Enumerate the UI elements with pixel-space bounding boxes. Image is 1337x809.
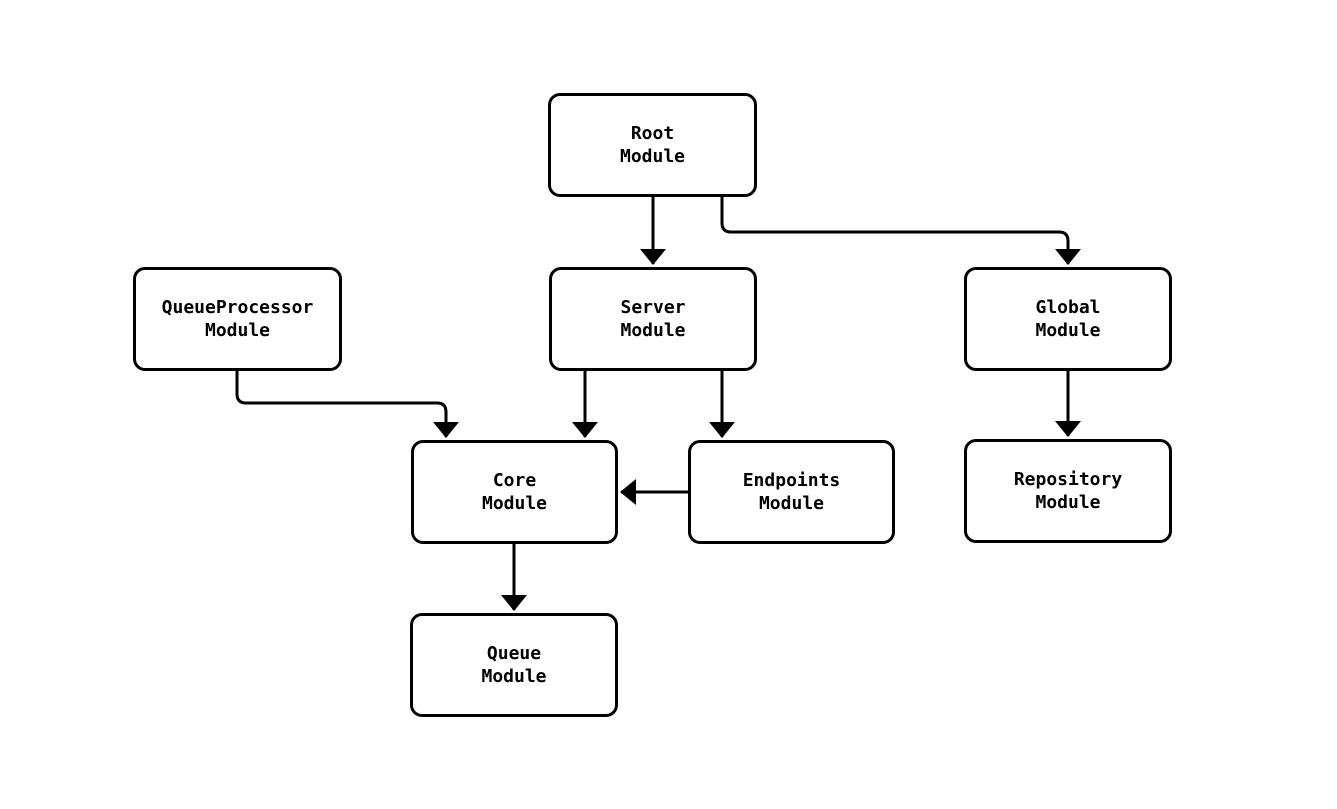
node-label: Endpoints Module: [742, 469, 841, 514]
node-endpoints-module: Endpoints Module: [688, 440, 895, 544]
node-label: Root Module: [619, 122, 686, 167]
node-label: QueueProcessor Module: [161, 296, 314, 341]
node-queueprocessor-module: QueueProcessor Module: [133, 267, 342, 371]
node-label: Repository Module: [1013, 468, 1123, 513]
node-repository-module: Repository Module: [964, 439, 1172, 543]
node-label: Core Module: [481, 469, 548, 514]
node-queue-module: Queue Module: [410, 613, 618, 717]
node-server-module: Server Module: [549, 267, 757, 371]
edge-root-to-global: [720, 197, 1081, 265]
node-label: Server Module: [620, 296, 686, 341]
node-label: Global Module: [1035, 296, 1101, 341]
node-label: Queue Module: [481, 642, 547, 687]
node-core-module: Core Module: [411, 440, 618, 544]
node-root-module: Root Module: [548, 93, 757, 197]
edge-queueprocessor-to-core: [235, 371, 459, 438]
node-global-module: Global Module: [964, 267, 1172, 371]
